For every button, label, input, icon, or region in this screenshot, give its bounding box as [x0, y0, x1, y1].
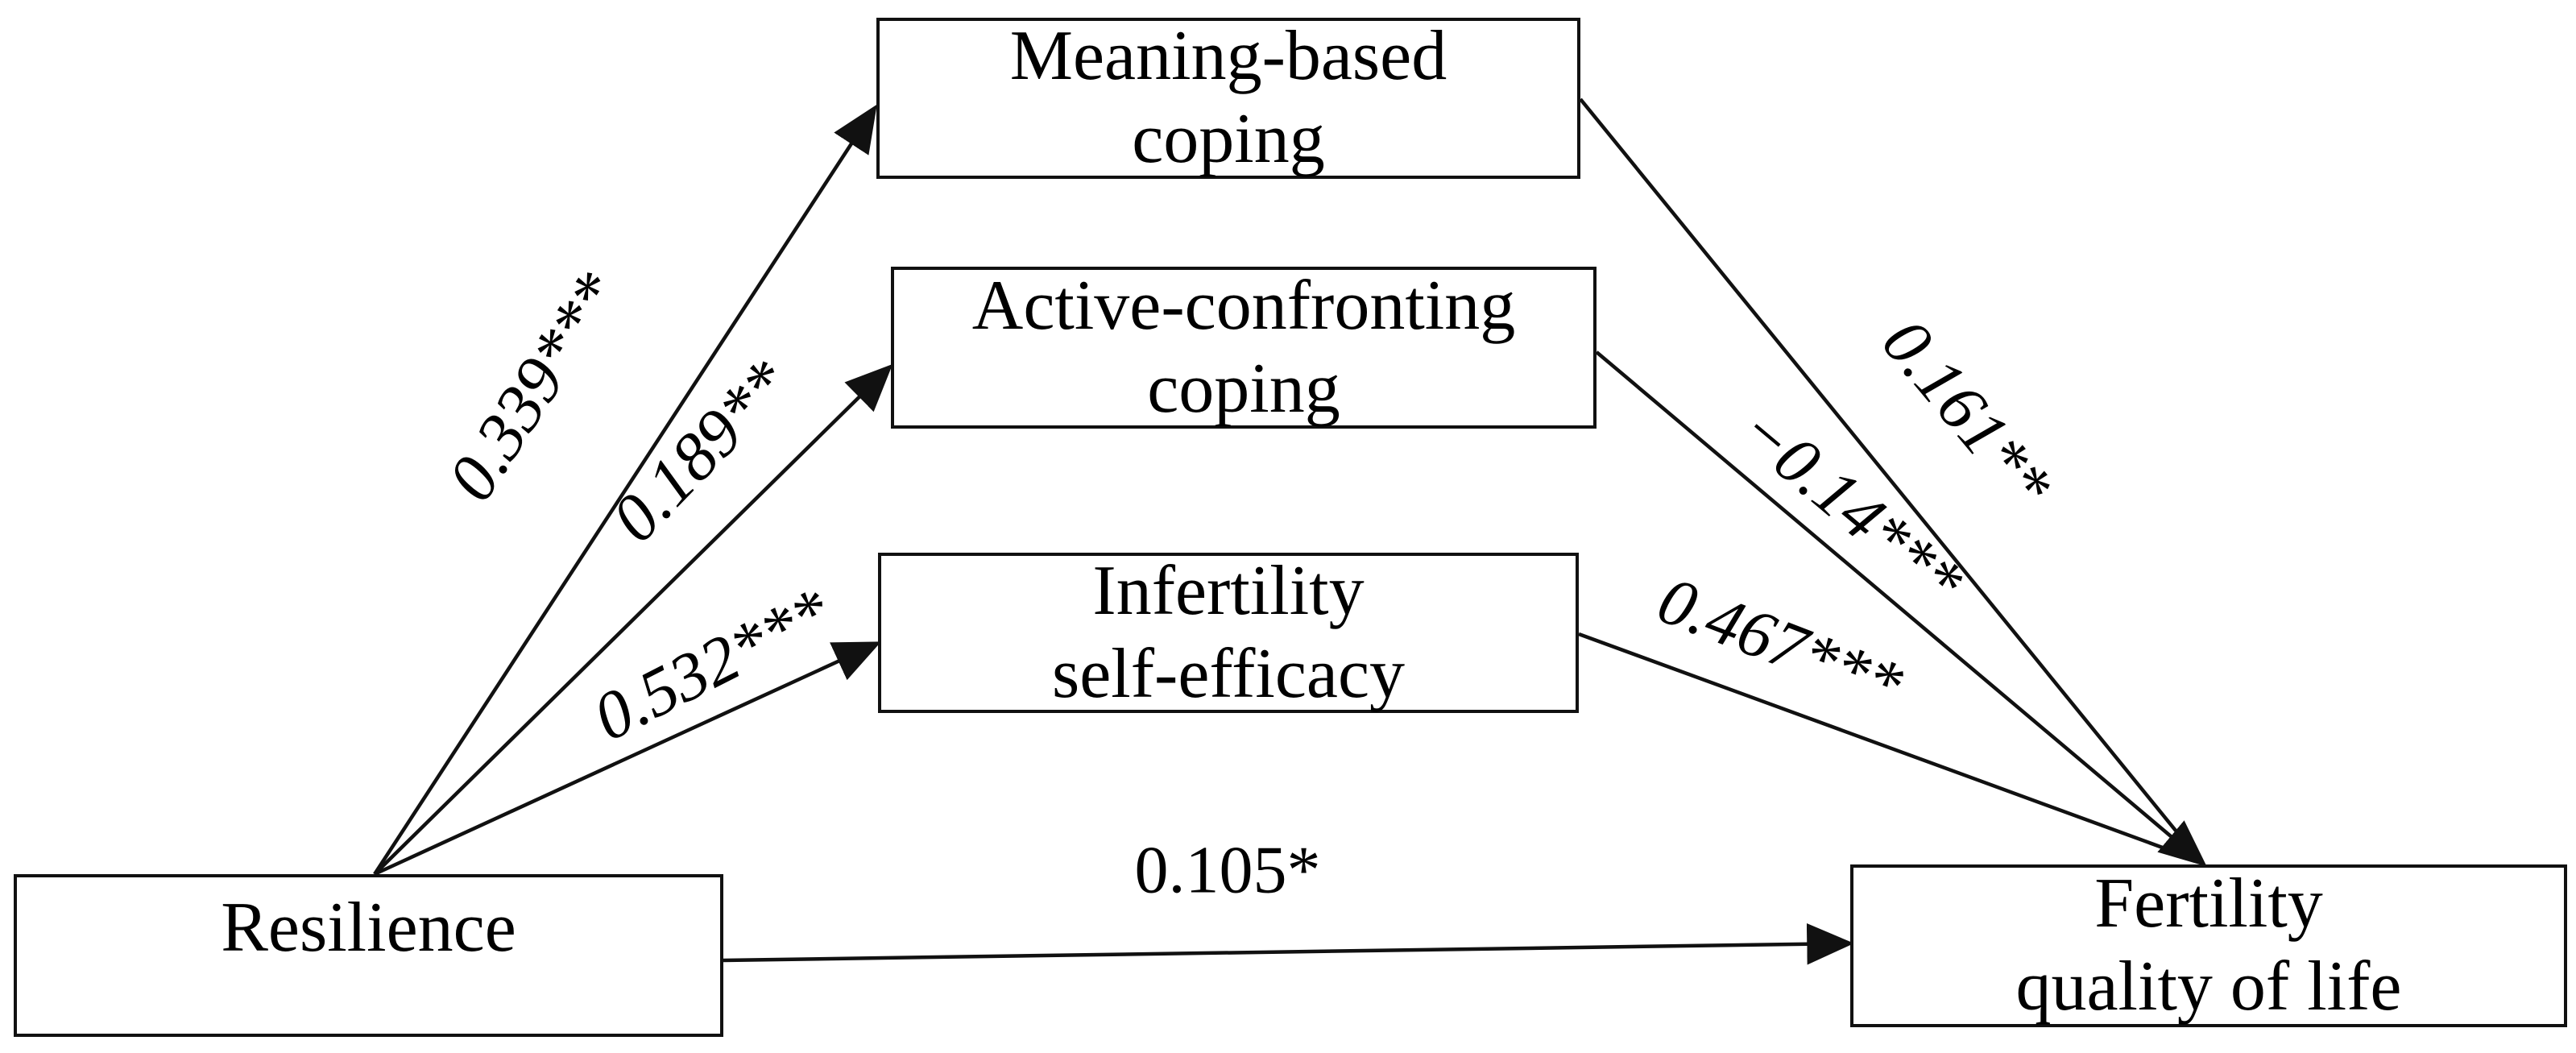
node-fertility-qol-label-line2: quality of life [2015, 947, 2402, 1026]
node-active-coping-label-line1: Active-confronting [971, 266, 1516, 345]
node-infertility-self-efficacy-label-line2: self-efficacy [1051, 634, 1406, 713]
arrow-resilience-to-meaning-coping [373, 104, 877, 876]
arrow-meaning-coping-to-fertility-qol [1579, 97, 2185, 841]
node-fertility-qol-label-line1: Fertility [2094, 864, 2323, 943]
node-resilience: Resilience [14, 874, 723, 1037]
node-infertility-self-efficacy: Infertility self-efficacy [878, 551, 1579, 713]
node-meaning-coping-label-line2: coping [1132, 100, 1325, 178]
node-active-coping: Active-confronting coping [891, 267, 1597, 429]
node-infertility-self-efficacy-label-line1: Infertility [1092, 551, 1365, 630]
node-resilience-label: Resilience [221, 889, 516, 967]
arrow-resilience-to-active-coping [373, 363, 893, 876]
node-meaning-coping-label-line1: Meaning-based [1009, 17, 1447, 96]
arrow-resilience-to-fertility-qol [723, 923, 1854, 965]
coefficient-resilience-fertility: 0.105* [1134, 832, 1321, 908]
arrow-resilience-to-infertility-self-efficacy [374, 641, 881, 877]
node-meaning-coping: Meaning-based coping [876, 17, 1580, 179]
arrow-active-coping-to-fertility-qol [1595, 350, 2207, 867]
arrow-infertility-self-efficacy-to-fertility-qol [1578, 632, 2185, 858]
node-active-coping-label-line2: coping [1147, 349, 1340, 428]
node-fertility-qol: Fertility quality of life [1850, 864, 2567, 1027]
